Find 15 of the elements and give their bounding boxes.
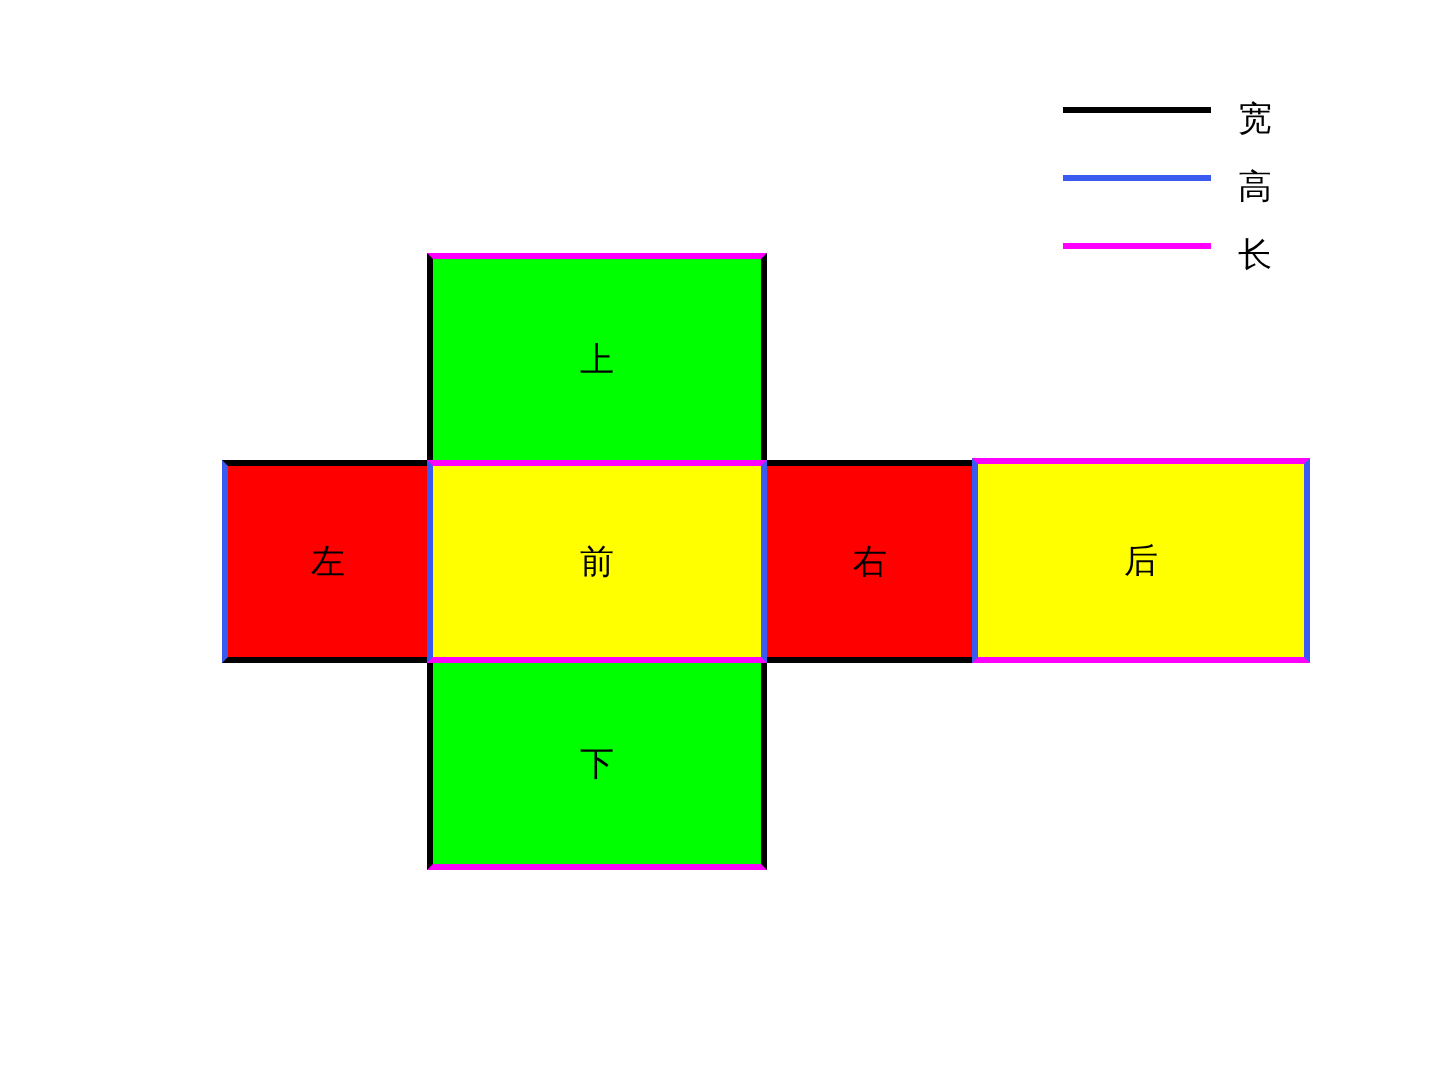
face-label: 下 <box>580 746 614 781</box>
legend-label: 宽 <box>1238 102 1272 136</box>
legend-label: 长 <box>1238 238 1272 272</box>
face-label: 左 <box>310 544 345 579</box>
legend-label: 高 <box>1238 170 1272 204</box>
face-label: 右 <box>852 544 887 579</box>
net-face <box>427 663 767 870</box>
face-label: 后 <box>1124 543 1158 578</box>
face-label: 上 <box>580 342 614 377</box>
net-face <box>427 460 767 663</box>
face-label: 前 <box>580 544 614 579</box>
net-face <box>427 253 767 460</box>
net-face <box>972 458 1310 663</box>
net-face <box>767 460 972 663</box>
net-face <box>222 460 427 663</box>
